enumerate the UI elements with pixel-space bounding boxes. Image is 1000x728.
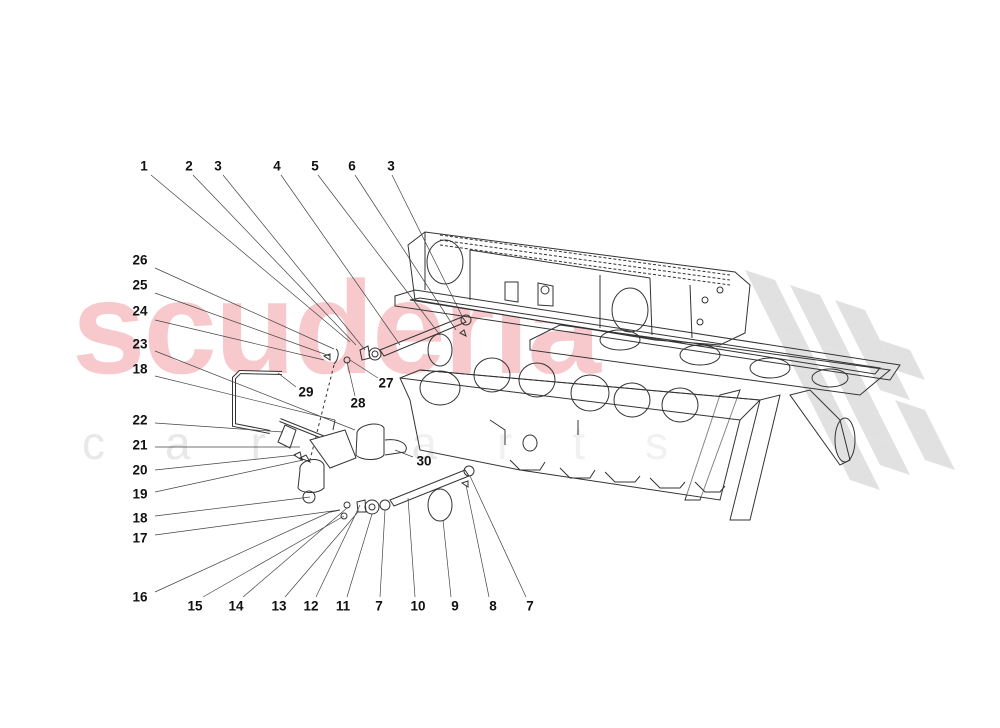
callout-10[interactable]: 10 [410, 598, 426, 614]
callout-1[interactable]: 1 [140, 158, 148, 174]
callout-24[interactable]: 24 [132, 303, 148, 319]
callout-25[interactable]: 25 [132, 277, 148, 293]
callout-16[interactable]: 16 [132, 589, 148, 605]
callout-20[interactable]: 20 [132, 462, 148, 478]
callout-18[interactable]: 18 [132, 510, 148, 526]
callout-13[interactable]: 13 [271, 598, 287, 614]
callout-14[interactable]: 14 [228, 598, 244, 614]
callout-8[interactable]: 8 [489, 598, 497, 614]
callout-22[interactable]: 22 [132, 412, 148, 428]
pressure-regulator-bracket [277, 418, 407, 504]
callout-26[interactable]: 26 [132, 252, 148, 268]
lower-fuel-rail-parts [329, 465, 475, 522]
callout-3[interactable]: 3 [387, 158, 395, 174]
callout-27[interactable]: 27 [378, 375, 394, 391]
callout-23[interactable]: 23 [132, 336, 148, 352]
callout-9[interactable]: 9 [451, 598, 459, 614]
callout-2[interactable]: 2 [185, 158, 193, 174]
callout-30[interactable]: 30 [416, 453, 432, 469]
callout-19[interactable]: 19 [132, 486, 148, 502]
callout-15[interactable]: 15 [187, 598, 203, 614]
callout-28[interactable]: 28 [350, 395, 366, 411]
callout-12[interactable]: 12 [303, 598, 319, 614]
vacuum-pipe [232, 364, 335, 461]
intake-runners-rear [529, 324, 892, 521]
callout-29[interactable]: 29 [298, 384, 314, 400]
callout-21[interactable]: 21 [132, 437, 148, 453]
callout-11[interactable]: 11 [335, 598, 351, 614]
upper-plenum-cover [407, 231, 751, 346]
callout-7[interactable]: 7 [526, 598, 534, 614]
callout-6[interactable]: 6 [348, 158, 356, 174]
callout-4[interactable]: 4 [273, 158, 281, 174]
leader-lines [150, 174, 527, 598]
callout-3[interactable]: 3 [214, 158, 222, 174]
callout-7[interactable]: 7 [375, 598, 383, 614]
upper-gasket-frame [394, 289, 901, 381]
callout-18[interactable]: 18 [132, 361, 148, 377]
upper-fuel-rail-parts [322, 314, 472, 367]
callout-17[interactable]: 17 [132, 530, 148, 546]
callout-5[interactable]: 5 [311, 158, 319, 174]
lower-intake-manifold [399, 357, 762, 501]
